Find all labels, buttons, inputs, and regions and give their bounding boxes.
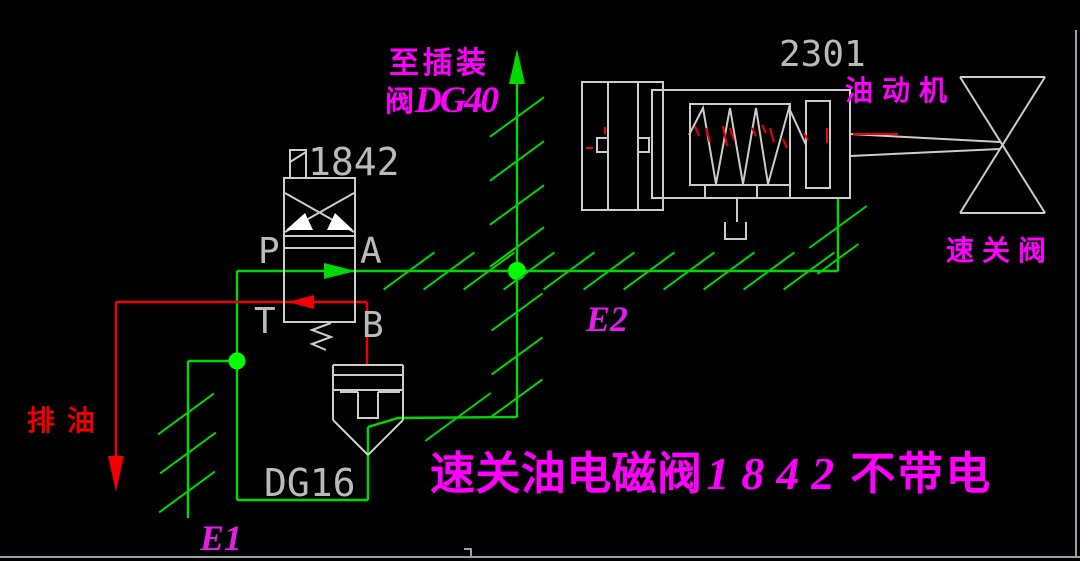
label-solenoid-valve-id: 1842 [308, 140, 400, 184]
hatch-tick [382, 251, 436, 291]
red-drain-lines [108, 295, 369, 492]
flow-arrow-left-icon [288, 295, 314, 309]
label-quick-close-valve: 速关阀 [946, 234, 1046, 267]
flow-arrow-up-icon [509, 49, 525, 84]
label-oil-motor: 油动机 [845, 74, 947, 107]
label-to-cartridge-line2-code: DG40 [414, 80, 499, 121]
label-to-cartridge-line2-cjk: 阀 [385, 84, 414, 118]
hatch-tick [582, 251, 636, 291]
hatch-tick [462, 251, 516, 291]
hatch-tick [489, 226, 545, 268]
hatch-tick [490, 378, 544, 418]
label-port-b: B [362, 305, 384, 346]
hatch-tick [489, 140, 545, 182]
red-highlight-dashes [586, 124, 898, 149]
cartridge-valve-dg16 [332, 364, 404, 456]
hatch-tick [808, 205, 868, 249]
hatch-tick [782, 251, 836, 291]
label-servo-id: 2301 [779, 34, 866, 75]
window-border [0, 30, 1080, 558]
quick-close-valve-symbol [959, 76, 1046, 214]
servo-actuator-2301 [581, 81, 1001, 240]
valve-arrowhead-icon [327, 213, 353, 230]
hatch-tick [702, 251, 756, 291]
hatch-tick [159, 431, 217, 475]
hatch-tick [490, 336, 544, 376]
label-to-cartridge-line1: 至插装 [389, 46, 486, 81]
hatch-tick [816, 243, 860, 275]
label-port-t: T [254, 301, 276, 342]
hatch-tick [662, 251, 716, 291]
hatch-tick [742, 251, 796, 291]
hatch-tick [424, 392, 492, 442]
label-drain-oil: 排油 [27, 404, 95, 437]
valve-spring-icon [309, 322, 334, 351]
hatch-tick [622, 251, 676, 291]
label-node-e2: E2 [585, 299, 628, 339]
hatch-tick [422, 251, 476, 291]
valve-arrowhead-icon [286, 213, 313, 230]
label-node-e1: E1 [199, 518, 242, 558]
hatch-tick [542, 251, 596, 291]
hatch-tick [489, 184, 545, 226]
drain-arrow-down-icon [108, 456, 124, 492]
actuator-spring-icon [688, 104, 807, 185]
label-port-a: A [360, 231, 382, 272]
green-oil-lines [186, 49, 840, 518]
label-port-p: P [258, 231, 280, 272]
hatch-tick [157, 392, 215, 436]
junction-dot-e2 [508, 262, 526, 280]
hatch-marks [157, 96, 868, 514]
hatch-tick [502, 251, 556, 291]
flow-arrow-right-icon [324, 263, 356, 279]
label-cartridge-valve-id: DG16 [264, 461, 356, 505]
hatch-tick [158, 470, 216, 514]
hatch-tick [489, 96, 545, 138]
junction-dot-e1 [228, 352, 246, 370]
hatch-tick [490, 292, 544, 332]
solenoid-valve-1842 [283, 149, 356, 351]
